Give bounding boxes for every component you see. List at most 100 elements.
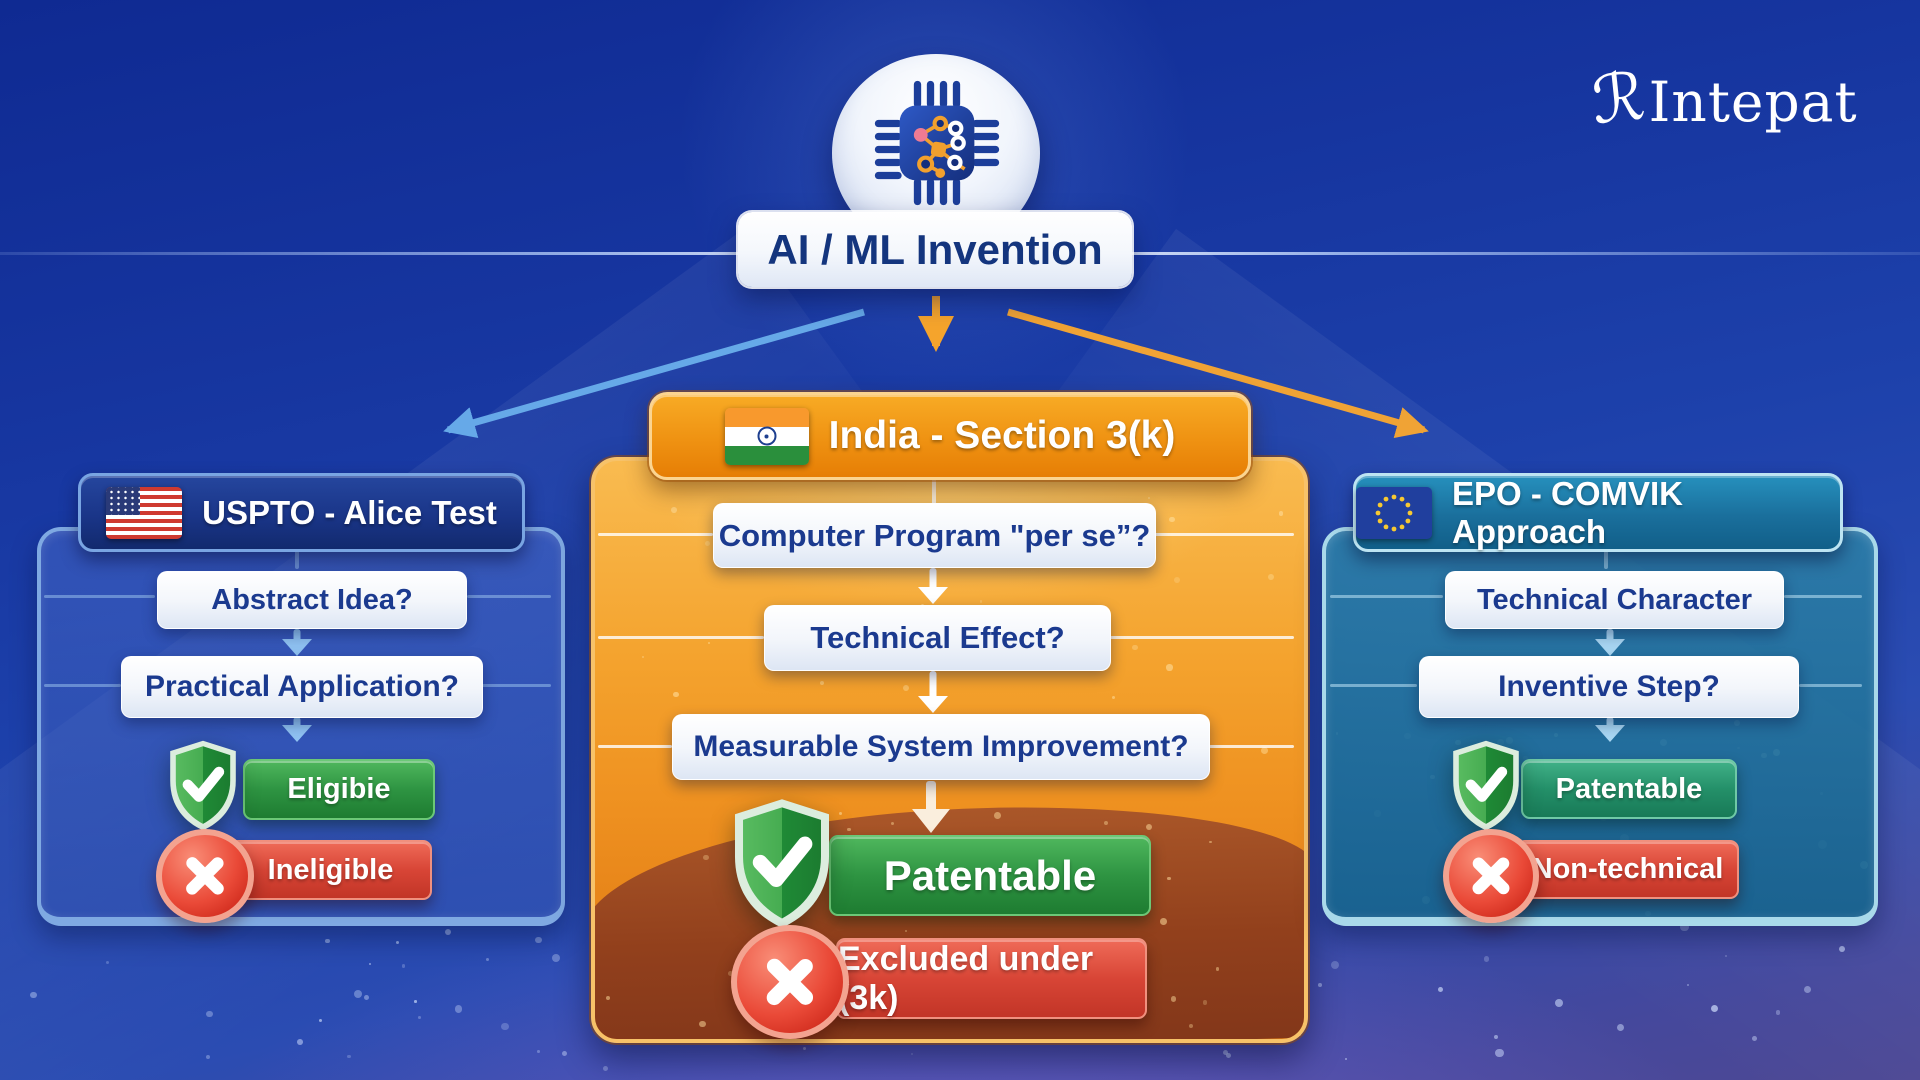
x-circle-icon	[1443, 829, 1539, 923]
uspto-outcome-eligible: Eligibie	[243, 759, 435, 820]
sparkle-dot	[1132, 644, 1138, 651]
sparkle-dot	[1839, 946, 1845, 952]
down-arrow-icon	[280, 629, 314, 656]
ai-chip-icon	[874, 80, 1000, 206]
outcome-label: Excluded under (3k)	[838, 939, 1094, 1017]
sparkle-dot	[1344, 1057, 1348, 1061]
connector	[1330, 684, 1417, 687]
down-arrow-icon	[916, 568, 950, 604]
connector	[1784, 595, 1862, 598]
sparkle-dot	[903, 685, 910, 692]
x-circle-icon	[156, 829, 254, 923]
step-label: Practical Application?	[145, 670, 459, 703]
connector	[467, 595, 551, 598]
sparkle-dot	[206, 1010, 213, 1018]
sparkle-dot	[1261, 747, 1268, 754]
sparkle-dot	[1752, 1035, 1757, 1041]
shield-check-icon	[170, 740, 236, 831]
eu-flag-icon	[1356, 486, 1432, 539]
sparkle-dot	[354, 990, 363, 998]
connector	[932, 474, 936, 505]
sparkle-dot	[1617, 1024, 1625, 1032]
sparkle-dot	[444, 928, 452, 936]
connector	[598, 745, 672, 748]
connector	[1604, 546, 1608, 569]
sparkle-dot	[1148, 496, 1151, 499]
sparkle-dot	[1223, 1049, 1229, 1055]
step-label: Abstract Idea?	[211, 583, 413, 616]
connector	[482, 684, 551, 687]
sparkle-dot	[707, 642, 711, 645]
epo-outcome-non-technical: Non-technical	[1516, 840, 1739, 899]
epo-panel-title: EPO - COMVIK Approach	[1452, 474, 1684, 550]
connector	[295, 546, 299, 569]
sparkle-dot	[1803, 986, 1811, 994]
sparkle-dot	[704, 540, 711, 547]
sparkle-dot	[454, 1004, 463, 1013]
brand-logo: ℛ Intepat	[1588, 57, 1858, 140]
step-label: Inventive Step?	[1498, 670, 1720, 703]
sparkle-dot	[1111, 695, 1116, 700]
brand-logo-text: Intepat	[1648, 70, 1858, 134]
sparkle-dot	[297, 1039, 304, 1046]
outcome-label: Patentable	[1555, 772, 1703, 805]
epo-panel-header: EPO - COMVIK Approach	[1353, 473, 1843, 552]
down-arrow-icon	[1593, 717, 1627, 742]
sparkle-dot	[910, 1052, 914, 1056]
sparkle-dot	[535, 936, 542, 943]
sparkle-dot	[205, 1054, 211, 1060]
sparkle-dot	[1495, 1048, 1504, 1057]
sparkle-dot	[561, 1051, 567, 1057]
shield-check-icon	[1453, 740, 1519, 831]
sparkle-dot	[1776, 1010, 1781, 1015]
india-panel-title: India - Section 3(k)	[828, 414, 1176, 457]
shield-check-icon	[734, 799, 830, 928]
sparkle-dot	[347, 1054, 351, 1059]
india-step-measurable-improvement: Measurable System Improvement?	[672, 714, 1210, 780]
connector	[44, 684, 121, 687]
outcome-label: Non-technical	[1531, 853, 1724, 885]
step-label: Technical Character	[1476, 583, 1753, 616]
sparkle-dot	[673, 691, 679, 697]
sparkle-dot	[325, 939, 330, 944]
uspto-step-abstract-idea: Abstract Idea?	[157, 571, 467, 629]
sparkle-dot	[602, 1065, 608, 1071]
root-node-label: AI / ML Invention	[767, 225, 1103, 273]
down-arrow-icon	[916, 671, 950, 713]
sparkle-dot	[1493, 1034, 1498, 1039]
sparkle-dot	[105, 961, 109, 965]
down-arrow-icon	[280, 717, 314, 742]
sparkle-dot	[30, 991, 37, 999]
sparkle-dot	[485, 958, 489, 962]
sparkle-dot	[671, 507, 677, 513]
india-outcome-excluded: Excluded under (3k)	[836, 938, 1147, 1019]
sparkle-dot	[368, 962, 372, 966]
sparkle-dot	[802, 1046, 807, 1051]
sparkle-dot	[395, 940, 399, 944]
sparkle-dot	[552, 953, 560, 962]
sparkle-dot	[1279, 511, 1284, 516]
outcome-label: Patentable	[883, 851, 1097, 899]
sparkle-dot	[819, 680, 825, 686]
epo-step-inventive-step: Inventive Step?	[1419, 656, 1799, 718]
sparkle-dot	[1173, 576, 1180, 583]
connector	[1799, 684, 1862, 687]
us-flag-icon	[106, 486, 183, 539]
outcome-label: Ineligible	[267, 853, 394, 886]
connector	[1330, 595, 1443, 598]
sparkle-dot	[1686, 983, 1689, 986]
brand-logo-mark: ℛ	[1588, 57, 1649, 140]
outcome-label: Eligibie	[287, 773, 391, 805]
sparkle-dot	[414, 1000, 417, 1003]
uspto-panel-title: USPTO - Alice Test	[202, 493, 497, 531]
sparkle-dot	[401, 964, 406, 968]
uspto-step-practical-application: Practical Application?	[121, 656, 483, 718]
root-node: AI / ML Invention	[738, 212, 1132, 287]
sparkle-dot	[363, 994, 369, 1000]
sparkle-dot	[1168, 516, 1175, 523]
down-arrow-icon	[1593, 629, 1627, 656]
sparkle-dot	[1330, 960, 1340, 970]
sparkle-dot	[1438, 986, 1444, 992]
uspto-panel-header: USPTO - Alice Test	[78, 473, 525, 552]
